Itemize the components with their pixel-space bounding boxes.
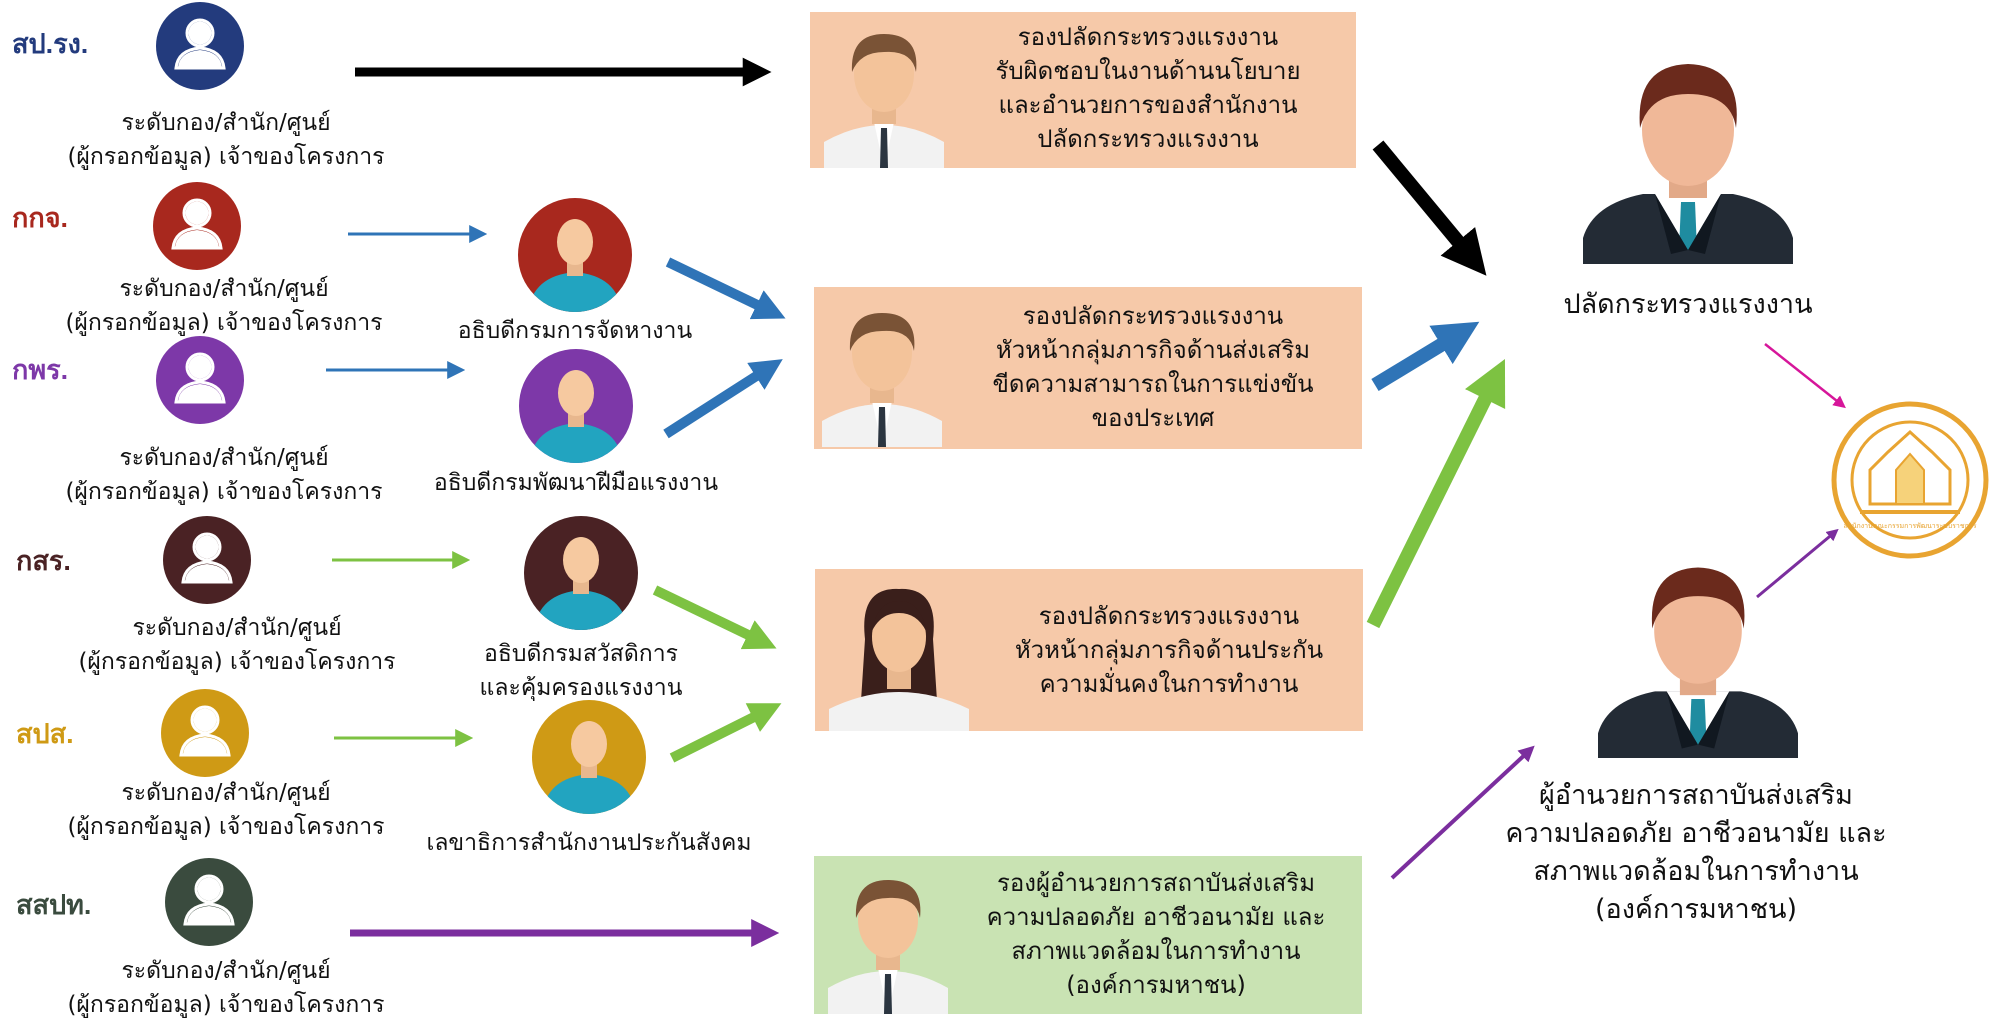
unit-label-line1: ระดับกอง/สำนัก/ศูนย์ bbox=[119, 445, 329, 471]
director-label-1: อธิบดีกรมพัฒนาฝีมือแรงงาน bbox=[376, 466, 776, 500]
unit-label-4: ระดับกอง/สำนัก/ศูนย์ (ผู้กรอกข้อมูล) เจ้า… bbox=[26, 776, 426, 844]
unit-label-1: ระดับกอง/สำนัก/ศูนย์ (ผู้กรอกข้อมูล) เจ้า… bbox=[24, 272, 424, 340]
unit-label-5: ระดับกอง/สำนัก/ศูนย์ (ผู้กรอกข้อมูล) เจ้า… bbox=[26, 954, 426, 1022]
user-icon bbox=[156, 336, 244, 424]
institute-director-line1: ผู้อำนวยการสถาบันส่งเสริม bbox=[1539, 780, 1853, 811]
arrow-deputy3-to-ps bbox=[1366, 358, 1506, 629]
deputy1-line1: รองปลัดกระทรวงแรงงาน bbox=[1017, 23, 1279, 51]
unit-label-line2: (ผู้กรอกข้อมูล) เจ้าของโครงการ bbox=[65, 310, 383, 336]
deputy1-line4: ปลัดกระทรวงแรงงาน bbox=[1037, 125, 1259, 153]
permanent-secretary-title: ปลัดกระทรวงแรงงาน bbox=[1563, 289, 1813, 320]
unit-code-0: สป.รง. bbox=[12, 29, 89, 59]
seal-caption: สำนักงานคณะกรรมการพัฒนาระบบราชการ bbox=[1843, 522, 1976, 530]
director-label-3: เลขาธิการสำนักงานประกันสังคม bbox=[389, 826, 789, 860]
director-label-0: อธิบดีกรมการจัดหางาน bbox=[375, 314, 775, 348]
director-label-line1: เลขาธิการสำนักงานประกันสังคม bbox=[426, 830, 752, 856]
institute-director-title-block: ผู้อำนวยการสถาบันส่งเสริม ความปลอดภัย อา… bbox=[1500, 777, 1892, 929]
arrow-deputy1-to-ps bbox=[1372, 140, 1487, 276]
unit-code-4: สปส. bbox=[16, 719, 74, 749]
deputy4-line3: สภาพแวดล้อมในการทำงาน bbox=[1011, 937, 1301, 965]
arrow-dir2-to-deputy2 bbox=[663, 359, 783, 439]
deputy2-line3: ขีดความสามารถในการแข่งขัน bbox=[992, 370, 1314, 398]
institute-director-icon bbox=[1598, 567, 1798, 758]
deputy3-line1: รองปลัดกระทรวงแรงงาน bbox=[1038, 602, 1300, 630]
user-icon bbox=[165, 858, 253, 946]
deputy4-line1: รองผู้อำนวยการสถาบันส่งเสริม bbox=[996, 869, 1316, 897]
deputy2-line4: ของประเทศ bbox=[1091, 404, 1215, 432]
deputy2-line1: รองปลัดกระทรวงแรงงาน bbox=[1022, 302, 1284, 330]
arrow-director-to-seal bbox=[1756, 528, 1839, 599]
unit-label-line2: (ผู้กรอกข้อมูล) เจ้าของโครงการ bbox=[67, 814, 385, 840]
arrow-deputy2-to-ps bbox=[1371, 321, 1480, 391]
deputy-box-competitiveness: รองปลัดกระทรวงแรงงาน หัวหน้ากลุ่มภารกิจด… bbox=[814, 287, 1362, 449]
male-officer-icon bbox=[822, 313, 942, 447]
director-avatar-icon bbox=[518, 198, 632, 312]
unit-label-line1: ระดับกอง/สำนัก/ศูนย์ bbox=[121, 110, 331, 136]
user-icon bbox=[161, 689, 249, 777]
unit-label-2: ระดับกอง/สำนัก/ศูนย์ (ผู้กรอกข้อมูล) เจ้า… bbox=[24, 441, 424, 509]
unit-label-line2: (ผู้กรอกข้อมูล) เจ้าของโครงการ bbox=[67, 144, 385, 170]
deputy-box-osh-institute: รองผู้อำนวยการสถาบันส่งเสริม ความปลอดภัย… bbox=[814, 856, 1362, 1014]
male-officer-icon bbox=[828, 880, 948, 1014]
arrow-dir1-to-deputy2 bbox=[665, 257, 786, 320]
director-label-line1: อธิบดีกรมการจัดหางาน bbox=[457, 318, 693, 344]
institute-director-line3: สภาพแวดล้อมในการทำงาน bbox=[1533, 856, 1859, 887]
arrow-deputy4-to-director bbox=[1390, 745, 1535, 880]
arrow-dir4-to-deputy3 bbox=[669, 703, 782, 763]
arrow-ps-to-seal bbox=[1764, 343, 1846, 409]
unit-label-line1: ระดับกอง/สำนัก/ศูนย์ bbox=[132, 615, 342, 641]
institute-director-line2: ความปลอดภัย อาชีวอนามัย และ bbox=[1505, 818, 1887, 849]
unit-code-3: กสร. bbox=[16, 546, 71, 576]
permanent-secretary-title-block: ปลัดกระทรวงแรงงาน bbox=[1510, 286, 1866, 324]
director-label-line1: อธิบดีกรมสวัสดิการ bbox=[484, 641, 678, 667]
male-officer-icon bbox=[824, 34, 944, 168]
director-avatar-icon bbox=[524, 516, 638, 630]
director-avatar-icon bbox=[532, 700, 646, 814]
permanent-secretary-icon bbox=[1583, 64, 1793, 264]
deputy3-line3: ความมั่นคงในการทำงาน bbox=[1039, 670, 1299, 698]
unit-label-0: ระดับกอง/สำนัก/ศูนย์ (ผู้กรอกข้อมูล) เจ้า… bbox=[26, 106, 426, 174]
deputy-box-policy: รองปลัดกระทรวงแรงงาน รับผิดชอบในงานด้านน… bbox=[810, 12, 1356, 168]
institute-director-line4: (องค์การมหาชน) bbox=[1594, 894, 1798, 925]
unit-label-line2: (ผู้กรอกข้อมูล) เจ้าของโครงการ bbox=[67, 992, 385, 1018]
unit-label-3: ระดับกอง/สำนัก/ศูนย์ (ผู้กรอกข้อมูล) เจ้า… bbox=[37, 611, 437, 679]
female-officer-icon bbox=[829, 588, 969, 731]
unit-code-5: สสปท. bbox=[16, 890, 92, 920]
agency-seal-icon: สำนักงานคณะกรรมการพัฒนาระบบราชการ bbox=[1831, 401, 1989, 559]
unit-label-line1: ระดับกอง/สำนัก/ศูนย์ bbox=[119, 276, 329, 302]
deputy1-line2: รับผิดชอบในงานด้านนโยบาย bbox=[995, 57, 1301, 85]
unit-code-1: กกจ. bbox=[12, 203, 69, 233]
director-label-line1: อธิบดีกรมพัฒนาฝีมือแรงงาน bbox=[433, 470, 719, 496]
unit-code-2: กพร. bbox=[12, 355, 69, 385]
user-icon bbox=[163, 516, 251, 604]
deputy3-line2: หัวหน้ากลุ่มภารกิจด้านประกัน bbox=[1014, 636, 1324, 664]
deputy2-line2: หัวหน้ากลุ่มภารกิจด้านส่งเสริม bbox=[995, 336, 1311, 364]
deputy-box-job-security: รองปลัดกระทรวงแรงงาน หัวหน้ากลุ่มภารกิจด… bbox=[815, 569, 1363, 731]
unit-label-line2: (ผู้กรอกข้อมูล) เจ้าของโครงการ bbox=[65, 479, 383, 505]
director-avatar-icon bbox=[519, 349, 633, 463]
unit-label-line1: ระดับกอง/สำนัก/ศูนย์ bbox=[121, 958, 331, 984]
unit-label-line1: ระดับกอง/สำนัก/ศูนย์ bbox=[121, 780, 331, 806]
deputy1-line3: และอำนวยการของสำนักงาน bbox=[998, 91, 1298, 119]
deputy4-line2: ความปลอดภัย อาชีวอนามัย และ bbox=[986, 903, 1326, 931]
director-label-line2: และคุ้มครองแรงงาน bbox=[479, 675, 683, 701]
deputy4-line4: (องค์การมหาชน) bbox=[1066, 971, 1246, 999]
director-label-2: อธิบดีกรมสวัสดิการและคุ้มครองแรงงาน bbox=[381, 637, 781, 705]
user-icon bbox=[156, 2, 244, 90]
arrow-dir3-to-deputy3 bbox=[652, 585, 777, 650]
user-icon bbox=[153, 182, 241, 270]
unit-label-line2: (ผู้กรอกข้อมูล) เจ้าของโครงการ bbox=[78, 649, 396, 675]
